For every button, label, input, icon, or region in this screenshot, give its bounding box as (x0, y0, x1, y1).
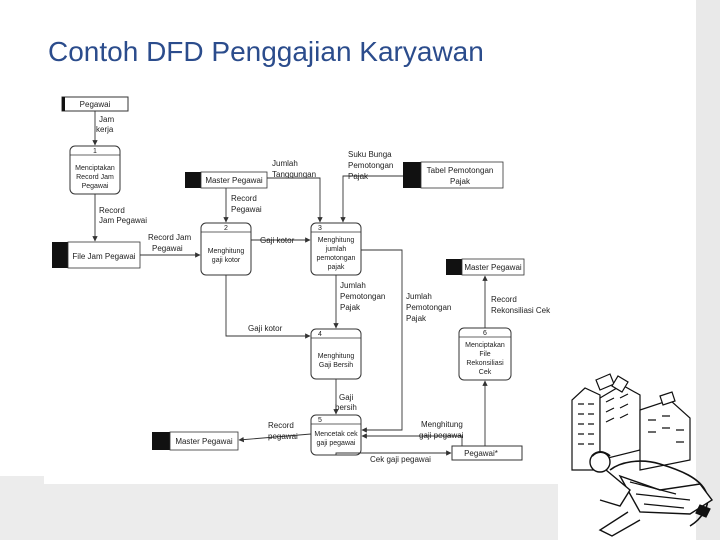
svg-text:Record Jam: Record Jam (148, 233, 191, 242)
flow-gaji-kotor-2 (225, 275, 311, 339)
svg-text:Pemotongan: Pemotongan (406, 303, 451, 312)
svg-text:pegawai: pegawai (268, 432, 298, 441)
svg-text:Jumlah: Jumlah (406, 292, 432, 301)
flow-record-pegawai-2 (238, 433, 312, 443)
svg-text:Pemotongan: Pemotongan (348, 161, 393, 170)
svg-text:pemotongan: pemotongan (317, 255, 356, 262)
svg-text:Menghitung: Menghitung (208, 248, 245, 255)
svg-text:Cek gaji pegawai: Cek gaji pegawai (370, 455, 431, 464)
process-number: 6 (483, 330, 487, 337)
svg-text:Record: Record (99, 206, 125, 215)
store-label: File Jam Pegawai (72, 252, 135, 261)
flow-labels: Jam kerja Record Jam Pegawai Record Jam … (96, 115, 551, 464)
process-6: 6 Menciptakan File Rekonsiliasi Cek (458, 327, 512, 381)
svg-text:bersih: bersih (335, 403, 357, 412)
process-1: 1 Menciptakan Record Jam Pegawai (69, 145, 121, 195)
svg-text:Pemotongan: Pemotongan (340, 292, 385, 301)
svg-text:Menghitung: Menghitung (318, 353, 355, 360)
store-label-line2: Pajak (450, 177, 471, 186)
svg-text:kerja: kerja (96, 125, 114, 134)
store-label: Master Pegawai (175, 437, 233, 446)
flow-menghitung-gaji (361, 433, 463, 446)
page-title: Contoh DFD Penggajian Karyawan (48, 36, 484, 67)
person-with-documents-illustration (571, 373, 714, 537)
svg-text:Record: Record (491, 295, 517, 304)
process-5: 5 Mencetak cek gaji pegawai (310, 414, 362, 456)
flow-suku-bunga (340, 175, 403, 223)
store-label: Master Pegawai (464, 263, 522, 272)
svg-text:Pegawai: Pegawai (231, 205, 262, 214)
entity-label: Pegawai (80, 100, 111, 109)
svg-text:Gaji Bersih: Gaji Bersih (319, 362, 353, 369)
side-strip (696, 0, 720, 540)
svg-text:Cek: Cek (479, 369, 492, 376)
store-label-line1: Tabel Pemotongan (427, 166, 494, 175)
process-number: 4 (318, 331, 322, 338)
svg-text:Pegawai: Pegawai (152, 244, 183, 253)
store-master-pegawai-2: Master Pegawai (446, 258, 525, 276)
process-3: 3 Menghitung jumlah pemotongan pajak (310, 222, 362, 276)
svg-text:Record: Record (231, 194, 257, 203)
svg-text:Jumlah: Jumlah (340, 281, 366, 290)
svg-text:Jam: Jam (99, 115, 114, 124)
svg-text:Menciptakan: Menciptakan (75, 165, 115, 172)
entity-label: Pegawai* (464, 449, 498, 458)
svg-text:gaji kotor: gaji kotor (212, 257, 241, 264)
flow-cek-gaji (335, 450, 452, 456)
store-tabel-pemotongan-pajak: Tabel Pemotongan Pajak (403, 161, 504, 189)
svg-text:Gaji kotor: Gaji kotor (248, 324, 283, 333)
process-number: 1 (93, 148, 97, 155)
svg-text:Tanggungan: Tanggungan (272, 170, 316, 179)
svg-text:File: File (479, 351, 490, 358)
svg-text:jumlah: jumlah (325, 246, 347, 253)
svg-text:Suku Bunga: Suku Bunga (348, 150, 392, 159)
svg-text:Menghitung: Menghitung (318, 237, 355, 244)
svg-text:Rekonsiliasi: Rekonsiliasi (466, 360, 504, 367)
svg-text:Jam Pegawai: Jam Pegawai (99, 216, 147, 225)
process-number: 5 (318, 417, 322, 424)
store-label: Master Pegawai (205, 176, 263, 185)
flow-lines (92, 111, 488, 456)
entity-pegawai-bottom: Pegawai* (451, 445, 523, 461)
store-master-pegawai-1: Master Pegawai (185, 171, 268, 189)
bottom-band (0, 476, 558, 540)
svg-text:Jumlah: Jumlah (272, 159, 298, 168)
svg-text:gaji pegawai: gaji pegawai (317, 440, 356, 447)
svg-text:Record: Record (268, 421, 294, 430)
process-number: 2 (224, 225, 228, 232)
flow-jumlah-pemotongan-2 (361, 249, 403, 433)
process-2: 2 Menghitung gaji kotor (200, 222, 252, 276)
svg-text:Menciptakan: Menciptakan (465, 342, 505, 349)
entity-pegawai-top: Pegawai (61, 96, 129, 112)
process-4: 4 Menghitung Gaji Bersih (310, 328, 362, 380)
svg-text:Record Jam: Record Jam (76, 174, 114, 181)
svg-text:Pegawai: Pegawai (82, 183, 109, 190)
svg-text:gaji pegawai: gaji pegawai (419, 431, 464, 440)
svg-text:Rekonsiliasi Cek: Rekonsiliasi Cek (491, 306, 551, 315)
svg-text:Mencetak cek: Mencetak cek (314, 431, 358, 438)
bottom-band-edge (44, 476, 558, 484)
svg-text:Pajak: Pajak (406, 314, 427, 323)
svg-text:Gaji: Gaji (339, 393, 353, 402)
store-file-jam-pegawai: File Jam Pegawai (52, 241, 141, 269)
svg-text:Pajak: Pajak (340, 303, 361, 312)
svg-text:pajak: pajak (328, 264, 345, 271)
store-master-pegawai-3: Master Pegawai (152, 431, 239, 451)
svg-text:Gaji kotor: Gaji kotor (260, 236, 295, 245)
svg-text:Pajak: Pajak (348, 172, 369, 181)
process-number: 3 (318, 225, 322, 232)
svg-text:Menghitung: Menghitung (421, 420, 463, 429)
flow-jumlah-tanggungan (267, 177, 323, 223)
